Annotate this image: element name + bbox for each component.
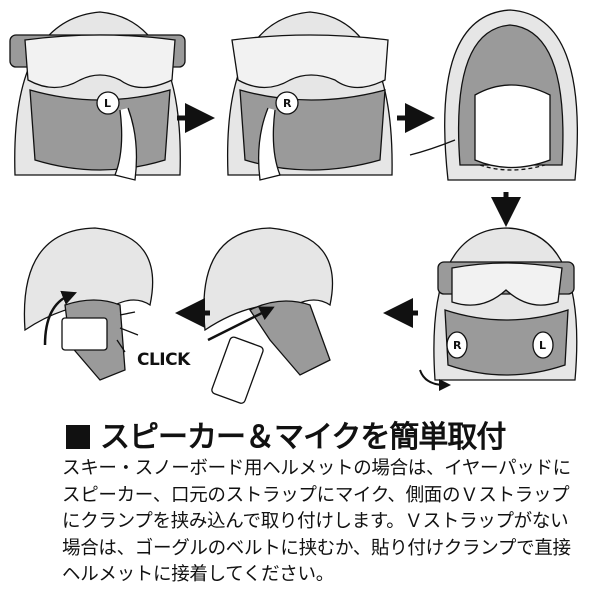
heading-text: スピーカー＆マイクを簡単取付 xyxy=(100,420,506,455)
step5-helmet-side xyxy=(203,227,334,404)
ear-pad-label-r: R xyxy=(283,97,292,110)
ear-pad-label-r: R xyxy=(453,339,462,352)
description-line: スピーカー、口元のストラップにマイク、側面のＶストラップ xyxy=(62,484,570,506)
step3-helmet-inside xyxy=(409,9,578,181)
step4-helmet-front-goggles: R L xyxy=(419,227,578,391)
heading-square-icon xyxy=(66,425,90,449)
ear-pad-label-l: L xyxy=(539,339,546,352)
step6-helmet-side-attached xyxy=(23,227,154,381)
description-line: 場合は、ゴーグルのベルトに挟むか、貼り付けクランプで直接 xyxy=(62,537,571,559)
description-line: スキー・スノーボード用ヘルメットの場合は、イヤーパッドに xyxy=(62,458,571,479)
description-line: ヘルメットに接着してください。 xyxy=(62,564,334,585)
step1-helmet-front: L xyxy=(9,11,186,181)
step2-helmet-front: R xyxy=(226,11,393,181)
section-heading: スピーカー＆マイクを簡単取付 xyxy=(66,412,506,456)
installation-illustration: L R R L xyxy=(9,9,578,404)
description: スキー・スノーボード用ヘルメットの場合は、イヤーパッドに スピーカー、口元のスト… xyxy=(62,456,571,589)
click-label: CLICK xyxy=(137,350,190,370)
ear-pad-label-l: L xyxy=(104,97,111,110)
description-line: にクランプを挟み込んで取り付けします。Ｖストラップがない xyxy=(62,511,569,532)
